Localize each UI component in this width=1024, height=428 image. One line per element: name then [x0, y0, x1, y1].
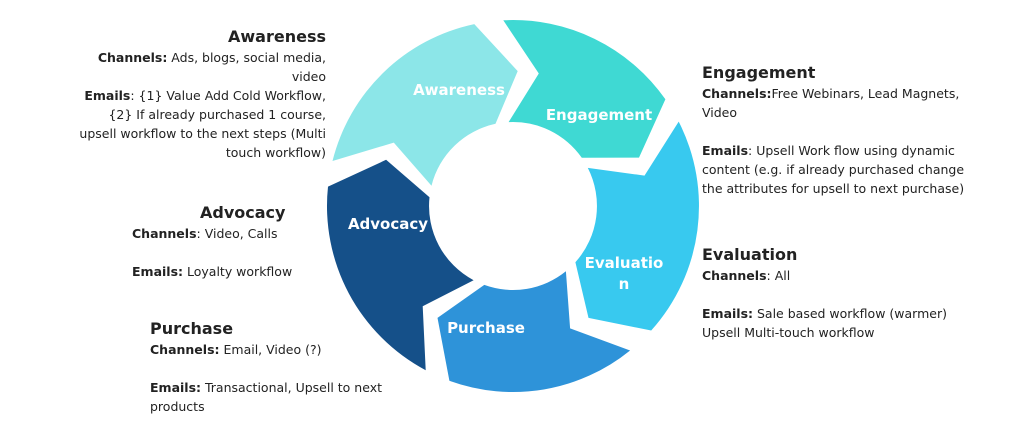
engagement-emails-text: : Upsell Work flow using dynamic content… [702, 143, 965, 196]
segment-evaluation [575, 121, 699, 331]
evaluation-channels: Channels: All [702, 266, 992, 285]
evaluation-channels-label: Channels [702, 268, 767, 283]
advocacy-channels: Channels: Video, Calls [132, 224, 332, 243]
awareness-emails-label: Emails [84, 88, 131, 103]
advocacy-channels-text: : Video, Calls [196, 226, 278, 241]
engagement-emails: Emails: Upsell Work flow using dynamic c… [702, 141, 987, 198]
purchase-emails-label: Emails: [150, 380, 202, 395]
segment-engagement [503, 20, 666, 158]
purchase-channels: Channels: Email, Video (?) [150, 340, 420, 359]
awareness-channels: Channels: Ads, blogs, social media, vide… [76, 48, 326, 86]
purchase-block: Purchase Channels: Email, Video (?) Emai… [150, 318, 420, 416]
engagement-title: Engagement [702, 63, 816, 82]
awareness-title: Awareness [228, 27, 326, 46]
segment-label-advocacy: Advocacy [348, 215, 428, 233]
segment-label-awareness: Awareness [413, 81, 505, 99]
awareness-channels-label: Channels: [97, 50, 168, 65]
evaluation-emails-label: Emails: [702, 306, 754, 321]
purchase-emails-text: Transactional, Upsell to next products [150, 380, 382, 414]
engagement-channels: Channels:Free Webinars, Lead Magnets, Vi… [702, 84, 987, 122]
evaluation-channels-text: : All [766, 268, 791, 283]
evaluation-emails: Emails: Sale based workflow (warmer) Ups… [702, 304, 972, 342]
purchase-channels-text: Email, Video (?) [219, 342, 322, 357]
advocacy-emails-text: Loyalty workflow [183, 264, 293, 279]
awareness-block: Awareness Channels: Ads, blogs, social m… [76, 26, 326, 162]
evaluation-block: Evaluation Channels: All Emails: Sale ba… [702, 244, 992, 342]
purchase-emails: Emails: Transactional, Upsell to next pr… [150, 378, 420, 416]
advocacy-emails: Emails: Loyalty workflow [132, 262, 332, 281]
awareness-emails: Emails: {1} Value Add Cold Workflow, {2}… [76, 86, 326, 162]
evaluation-emails-text: Sale based workflow (warmer) Upsell Mult… [702, 306, 947, 340]
awareness-channels-text: Ads, blogs, social media, video [167, 50, 326, 84]
engagement-emails-label: Emails [702, 143, 749, 158]
awareness-emails-text: : {1} Value Add Cold Workflow, {2} If al… [79, 88, 326, 160]
advocacy-block: Advocacy Channels: Video, Calls Emails: … [132, 202, 332, 281]
advocacy-title: Advocacy [200, 203, 286, 222]
segment-label-evaluation-1: Evaluatio [585, 254, 664, 272]
segment-purchase [437, 271, 631, 393]
segment-label-purchase: Purchase [447, 319, 525, 337]
advocacy-emails-label: Emails: [132, 264, 184, 279]
segment-label-evaluation-2: n [619, 275, 630, 293]
engagement-block: Engagement Channels:Free Webinars, Lead … [702, 62, 987, 198]
engagement-channels-label: Channels: [702, 86, 772, 101]
evaluation-title: Evaluation [702, 245, 798, 264]
purchase-title: Purchase [150, 319, 234, 338]
purchase-channels-label: Channels: [150, 342, 220, 357]
advocacy-channels-label: Channels [132, 226, 197, 241]
segment-awareness [332, 24, 518, 186]
segment-label-engagement: Engagement [546, 106, 652, 124]
engagement-channels-text: Free Webinars, Lead Magnets, Video [702, 86, 960, 120]
segment-advocacy [326, 159, 474, 371]
